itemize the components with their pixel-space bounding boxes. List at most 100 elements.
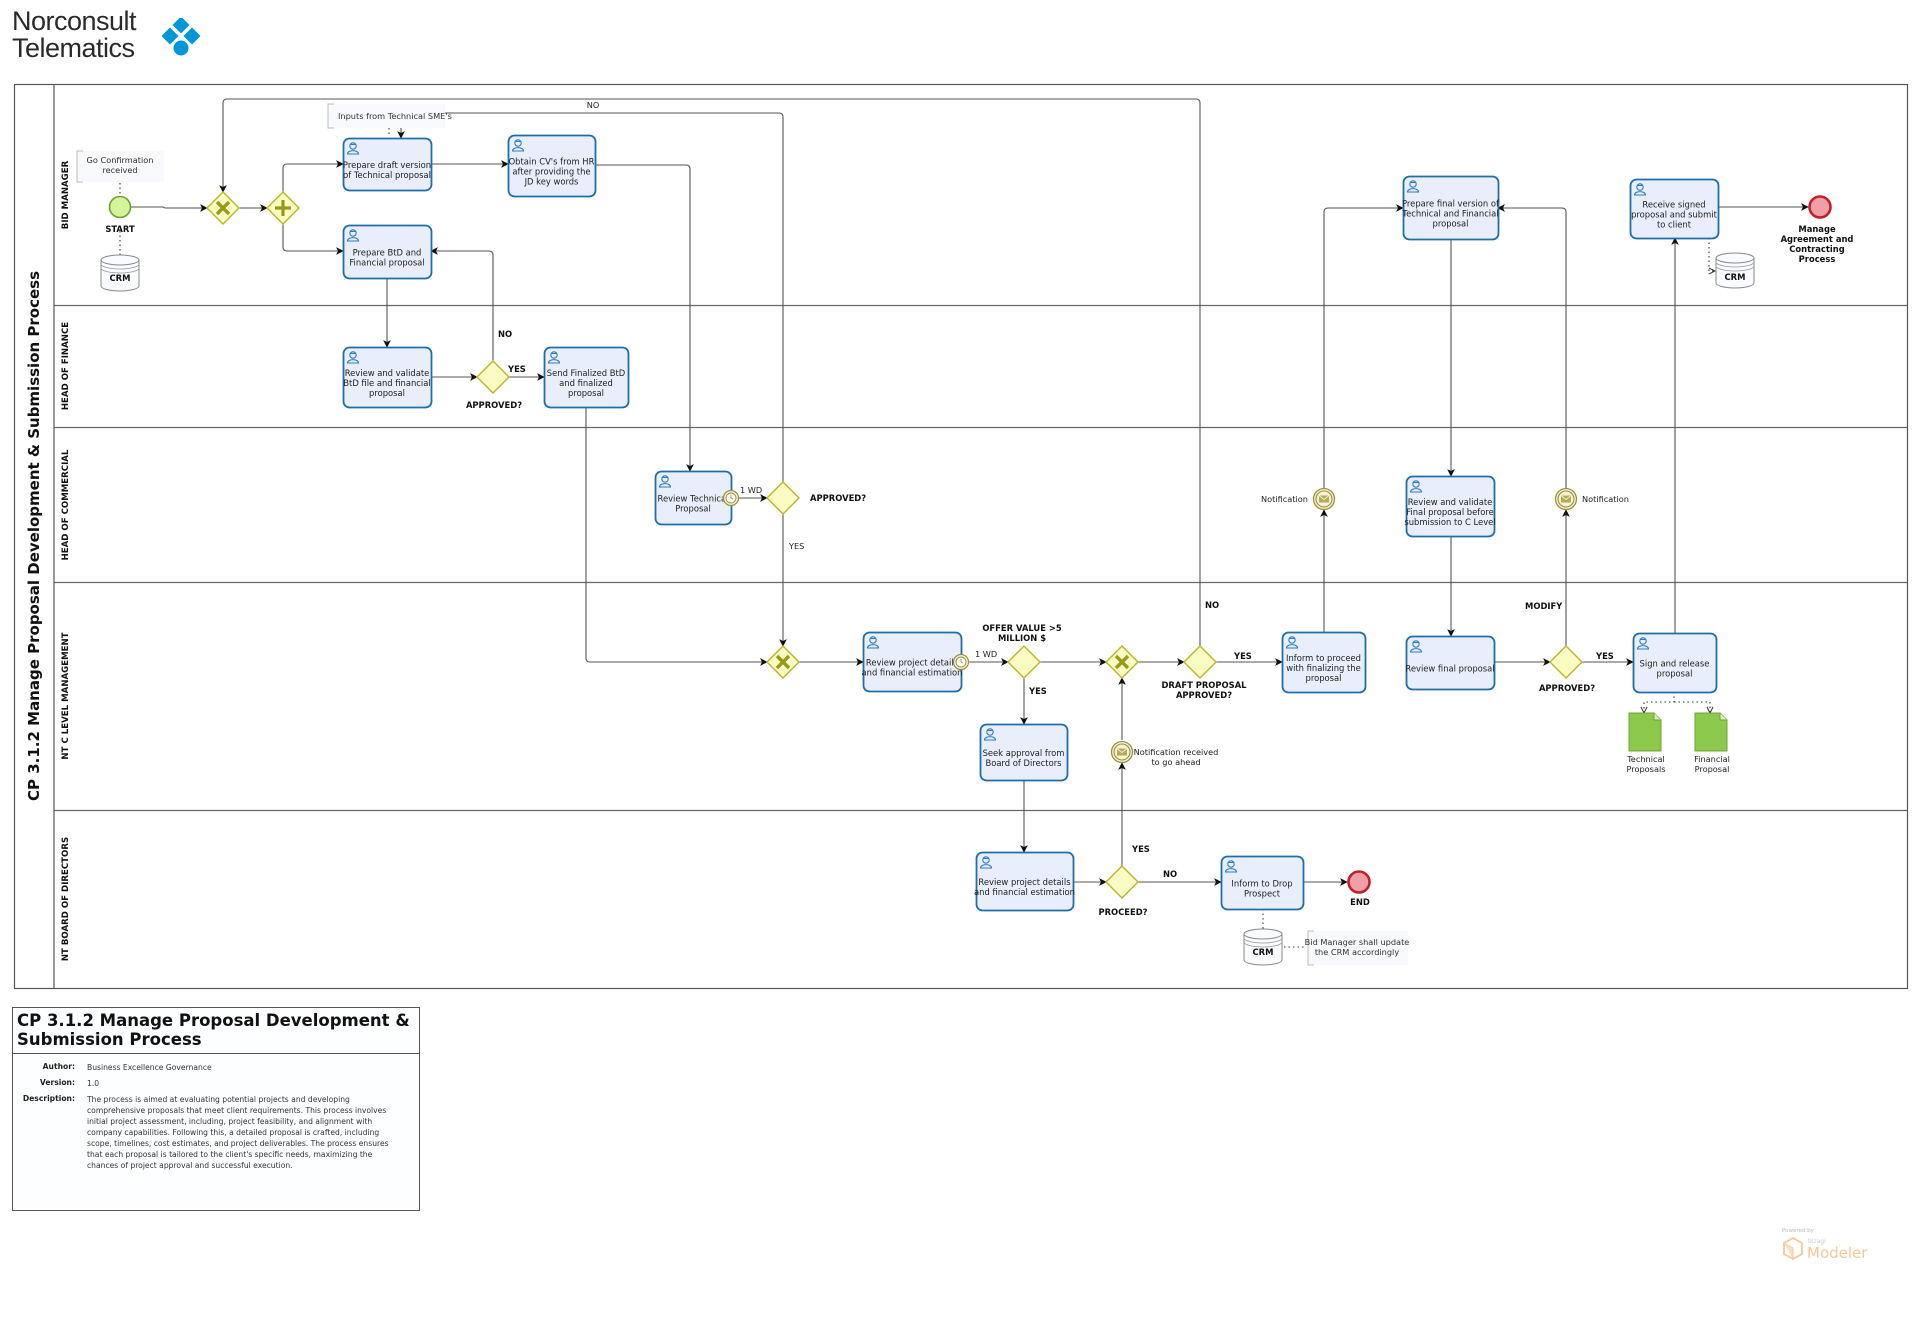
brand-diamond-icon bbox=[161, 18, 201, 56]
flow-label-draft-yes: YES bbox=[1233, 651, 1252, 661]
gateway-technical-approved[interactable]: APPROVED? bbox=[766, 481, 866, 515]
task-label-line: Prepare BtD and bbox=[353, 248, 422, 258]
notification-label: Notification bbox=[1582, 494, 1629, 504]
bpmn-diagram: CP 3.1.2 Manage Proposal Development & S… bbox=[13, 83, 1909, 990]
task-label-line: and financial estimation bbox=[974, 887, 1075, 897]
gateway-proceed[interactable]: PROCEED? bbox=[1098, 865, 1148, 917]
lane-head-of-commercial: HEAD OF COMMERCIAL bbox=[61, 449, 71, 560]
task-label-line: Inform to proceed bbox=[1286, 653, 1361, 663]
info-version-value: 1.0 bbox=[87, 1079, 100, 1088]
flow-label-proceed-yes: YES bbox=[1131, 844, 1150, 854]
gateway-merge-notification[interactable] bbox=[1105, 645, 1139, 679]
data-store-label: CRM bbox=[110, 273, 131, 283]
flow-label-clevel-wd: 1 WD bbox=[975, 649, 997, 659]
gateway-merge-start[interactable] bbox=[206, 191, 240, 225]
gateway-btd-approved[interactable]: APPROVED? bbox=[466, 360, 522, 410]
flow-to-review-technical[interactable] bbox=[595, 164, 694, 472]
data-store-crm-receive[interactable]: CRM bbox=[1715, 252, 1755, 289]
end-event[interactable]: END bbox=[1347, 870, 1371, 908]
timer-boundary-review-project[interactable] bbox=[952, 653, 970, 671]
process-info-panel: CP 3.1.2 Manage Proposal Development & S… bbox=[12, 1007, 420, 1211]
flow-btd-no[interactable] bbox=[430, 247, 494, 361]
notification-label: Notification bbox=[1261, 494, 1308, 504]
gateway-parallel-split[interactable] bbox=[266, 191, 300, 225]
flow-draft-no[interactable] bbox=[219, 98, 1201, 646]
annotations: Go Confirmation received Inputs from Tec… bbox=[76, 103, 1409, 966]
task-box bbox=[1629, 178, 1720, 240]
end-label: END bbox=[1350, 897, 1370, 907]
note-line: Go Confirmation bbox=[87, 155, 154, 165]
task-label-line: Financial proposal bbox=[349, 258, 424, 268]
flow-btd-to-merge[interactable] bbox=[585, 407, 768, 666]
data-store-label: CRM bbox=[1725, 272, 1746, 282]
task-label-line: to client bbox=[1657, 220, 1692, 230]
notification-go-ahead-event[interactable]: Notification received to go ahead bbox=[1110, 740, 1219, 768]
task-box bbox=[1632, 632, 1718, 694]
gateway-final-approved[interactable]: APPROVED? bbox=[1539, 645, 1595, 693]
flow-to-prepare-btd[interactable] bbox=[282, 224, 344, 255]
start-label: START bbox=[105, 224, 135, 234]
gateway-label: APPROVED? bbox=[1539, 683, 1595, 693]
gateway-offer-value[interactable]: OFFER VALUE >5 MILLION $ bbox=[982, 623, 1062, 679]
data-object-label-line: Technical bbox=[1626, 754, 1665, 764]
task-review-final[interactable]: Review final proposal bbox=[1405, 635, 1496, 691]
task-box bbox=[342, 346, 433, 409]
task-box bbox=[1220, 855, 1305, 911]
lane-bid-manager: BID MANAGER bbox=[61, 160, 71, 229]
notification-event-left[interactable]: Notification bbox=[1261, 487, 1336, 511]
data-object-financial-proposal[interactable]: Financial Proposal bbox=[1694, 712, 1730, 774]
notification-event-right[interactable]: Notification bbox=[1554, 487, 1629, 511]
flow-label-offer-yes: YES bbox=[1028, 686, 1047, 696]
data-object-label-line: Financial bbox=[1694, 754, 1730, 764]
flow-label-final-yes: YES bbox=[1595, 651, 1614, 661]
timer-boundary-review-technical[interactable] bbox=[722, 489, 740, 507]
flow-start-to-merge[interactable] bbox=[130, 204, 208, 212]
data-store-crm-start[interactable]: CRM bbox=[100, 254, 140, 292]
task-label-line: BtD file and financial bbox=[343, 378, 430, 388]
task-label-line: Review and validate bbox=[345, 368, 430, 378]
flow-tech-no[interactable] bbox=[397, 112, 784, 482]
data-store-crm-drop[interactable]: CRM bbox=[1243, 928, 1283, 966]
task-label-line: after providing the bbox=[512, 167, 590, 177]
task-label-line: Obtain CV's from HR bbox=[509, 157, 595, 167]
flow-to-prepare-draft[interactable] bbox=[282, 160, 344, 192]
data-object-label-line: Proposal bbox=[1695, 764, 1730, 774]
flow-label-btd-no: NO bbox=[498, 329, 512, 339]
gateway-merge-clevel[interactable] bbox=[766, 645, 800, 679]
flow-notification-to-prepare-final[interactable] bbox=[1323, 204, 1404, 488]
product-name: Modeler bbox=[1807, 1244, 1868, 1262]
flow-notification-to-prepare-final-right[interactable] bbox=[1497, 204, 1567, 488]
end-event-manage-agreement[interactable]: Manage Agreement and Contracting Process bbox=[1781, 195, 1854, 265]
data-object-technical-proposals[interactable]: Technical Proposals bbox=[1626, 712, 1666, 774]
end-label-line: Process bbox=[1799, 254, 1836, 264]
gateway-draft-approved[interactable]: DRAFT PROPOSAL APPROVED? bbox=[1161, 645, 1247, 700]
task-label-line: Prospect bbox=[1244, 889, 1281, 899]
lane-nt-c-level: NT C LEVEL MANAGEMENT bbox=[61, 632, 71, 759]
task-label-line: and finalized bbox=[559, 378, 613, 388]
gateway-label-line: OFFER VALUE >5 bbox=[982, 623, 1062, 633]
info-description-value: The process is aimed at evaluating poten… bbox=[87, 1095, 389, 1170]
note-line: received bbox=[102, 165, 137, 175]
task-label-line: proposal bbox=[568, 388, 604, 398]
task-label-line: Review project details bbox=[978, 877, 1070, 887]
task-label-line: Inform to Drop bbox=[1231, 879, 1292, 889]
annotation-bid-manager-update: Bid Manager shall update the CRM accordi… bbox=[1305, 930, 1409, 966]
flow-label-final-modify: MODIFY bbox=[1525, 601, 1563, 611]
start-event[interactable]: START bbox=[105, 195, 135, 235]
